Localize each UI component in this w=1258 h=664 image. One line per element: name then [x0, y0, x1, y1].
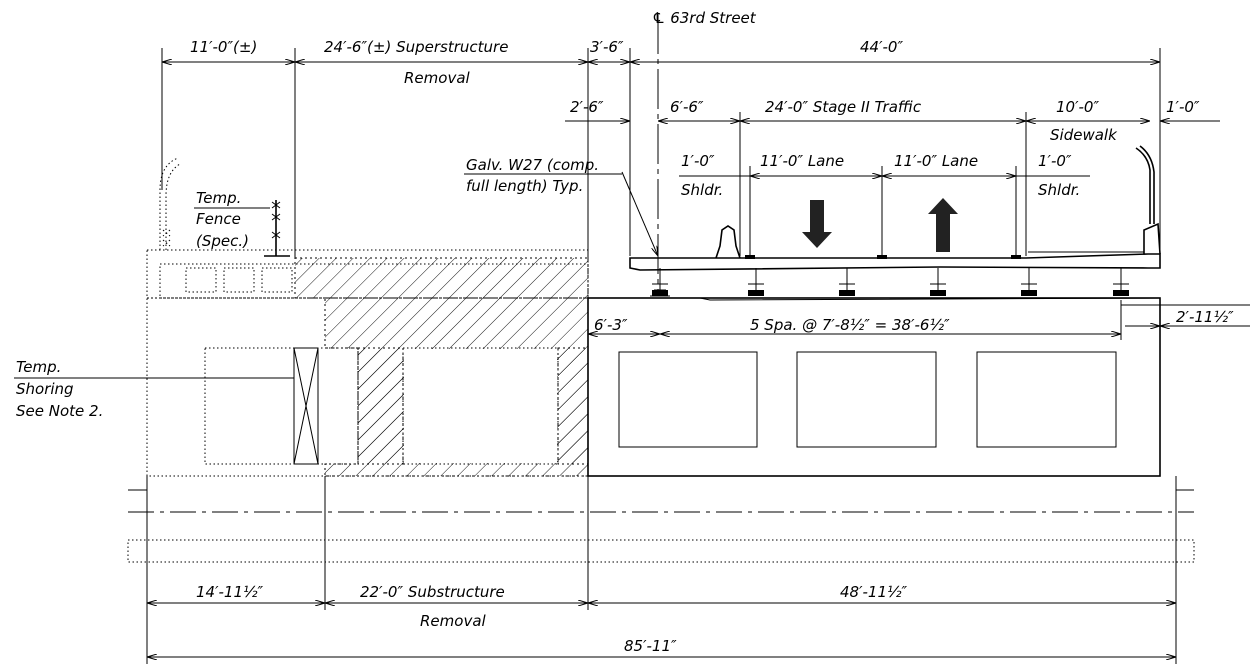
dim-6-3-label: 6′-3″ — [594, 316, 628, 334]
new-substructure — [587, 297, 1250, 477]
stage-traffic-label: 24′-0″ Stage II Traffic — [765, 98, 922, 116]
ground-lines — [127, 476, 1195, 664]
shoring-label-2: Shoring — [16, 380, 74, 398]
lane-right-label: 11′-0″ Lane — [894, 152, 978, 170]
centerline-label: ℄ 63rd Street — [652, 9, 757, 27]
fence-label-3: (Spec.) — [196, 232, 249, 250]
dim-48-11-label: 48′-11½″ — [840, 583, 908, 601]
up-arrow-icon — [928, 198, 958, 252]
shoring-label-3: See Note 2. — [16, 402, 103, 420]
bottom-dimensions — [147, 603, 1176, 657]
removal-top-label: Removal — [404, 69, 471, 87]
removal-bottom-label: Removal — [420, 612, 487, 630]
dim-22-label: 22′-0″ Substructure — [360, 583, 505, 601]
temp-fence — [264, 200, 290, 257]
galv-label-line1: Galv. W27 (comp. — [466, 156, 599, 174]
spacing-label: 5 Spa. @ 7′-8½″ = 38′-6½″ — [750, 316, 950, 334]
girders — [650, 268, 1129, 297]
new-superstructure — [588, 145, 1161, 301]
dim-6-6-label: 6′-6″ — [670, 98, 704, 116]
dim-44-label: 44′-0″ — [860, 38, 903, 56]
dim-11-label: 11′-0″(±) — [190, 38, 257, 56]
dim-14-11-label: 14′-11½″ — [196, 583, 264, 601]
dim-3-6-label: 3′-6″ — [590, 38, 624, 56]
shldr-right-dim-label: 1′-0″ — [1038, 152, 1072, 170]
shoring-label-1: Temp. — [16, 358, 61, 376]
lane-left-label: 11′-0″ Lane — [760, 152, 844, 170]
dim-2-6-label: 2′-6″ — [570, 98, 604, 116]
fence-label-2: Fence — [196, 210, 241, 228]
sidewalk-label: Sidewalk — [1050, 126, 1118, 144]
dim-2-11-label: 2′-11½″ — [1176, 308, 1234, 326]
dim-85-11-label: 85′-11″ — [624, 637, 677, 655]
dim-1-right-label: 1′-0″ — [1166, 98, 1200, 116]
dim-24-6-label: 24′-6″(±) Superstructure — [324, 38, 508, 56]
shldr-left-label: Shldr. — [681, 181, 723, 199]
shldr-right-label: Shldr. — [1038, 181, 1080, 199]
existing-structure — [14, 157, 589, 477]
fence-label-1: Temp. — [196, 189, 241, 207]
down-arrow-icon — [802, 200, 832, 248]
top-dimensions — [161, 14, 1220, 290]
shldr-left-dim-label: 1′-0″ — [681, 152, 715, 170]
galv-label-line2: full length) Typ. — [466, 177, 583, 195]
dim-10-label: 10′-0″ — [1056, 98, 1099, 116]
